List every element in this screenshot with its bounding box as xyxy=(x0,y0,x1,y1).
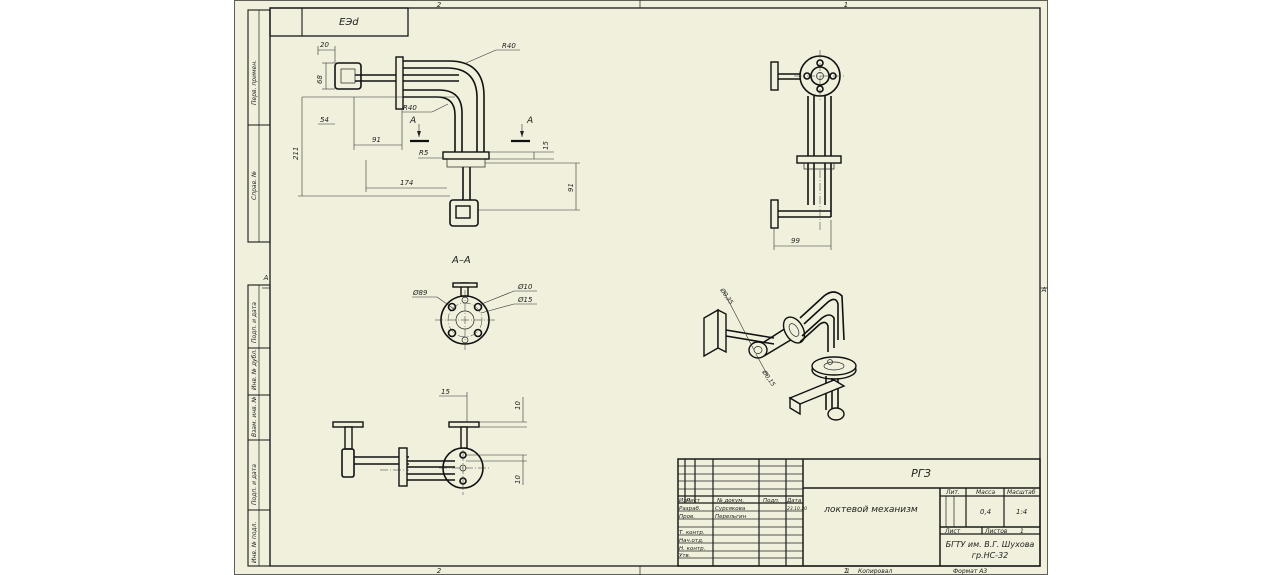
label-vzam-inv: Взам. инв. № xyxy=(251,396,258,437)
front-view: 20 68 R40 54 R40 А А 91 R5 15 xyxy=(292,41,580,227)
section-label: А–А xyxy=(451,255,471,266)
massa-label: Масса xyxy=(976,489,995,496)
label-inv-dubl: Инв. № дубл. xyxy=(251,349,258,390)
listov-label: Листов xyxy=(984,528,1008,535)
label-perv-primen: Перв. примен. xyxy=(251,60,258,105)
masshtab-value: 1:4 xyxy=(1016,508,1027,516)
zone-top-left: 2 xyxy=(437,1,442,9)
doc-code: РГЗ xyxy=(911,467,931,480)
dim-dia10: Ø10 xyxy=(517,283,533,291)
corner-stamp: ЕЭd xyxy=(269,7,409,37)
dim-174: 174 xyxy=(400,179,413,187)
list-label: Лист xyxy=(944,528,961,535)
hdr-doc: № докум. xyxy=(716,498,744,504)
label-podp-data-1: Подп. и дата xyxy=(251,302,258,343)
dim-99: 99 xyxy=(791,237,800,245)
cut-mark-right: А xyxy=(526,116,533,126)
drawing-sheet: 2 1 2 1 A A Перв. примен. Справ. № Подп.… xyxy=(234,0,1048,575)
label-podp-data-2: Подп. и дата xyxy=(251,464,258,505)
lit-label: Лит. xyxy=(945,489,960,496)
isometric-view: Ø0,35 Ø0,15 xyxy=(703,286,857,421)
dim-iso-2: Ø0,15 xyxy=(760,368,777,388)
left-side-stamp: Перв. примен. Справ. № Подп. и дата Инв.… xyxy=(247,9,271,567)
dim-20: 20 xyxy=(320,41,329,49)
drawing-canvas: 2 1 2 1 A A Перв. примен. Справ. № Подп.… xyxy=(234,0,1048,575)
dim-54: 54 xyxy=(320,116,329,124)
zone-side-right: A xyxy=(1041,286,1047,294)
hdr-podp: Подп. xyxy=(763,498,780,504)
org-line2: гр.НС-32 xyxy=(972,551,1009,560)
side-view: 99 xyxy=(770,50,846,250)
dim-10-top: 10 xyxy=(514,401,522,410)
footer-format: Формат А3 xyxy=(953,568,987,575)
dim-15-bottom: 15 xyxy=(441,388,450,396)
zone-bottom-right: 1 xyxy=(844,567,848,575)
hdr-izm: Изм. xyxy=(679,498,692,504)
razrab-name: Сурсякова xyxy=(715,506,746,512)
dim-r40-top: R40 xyxy=(502,42,516,50)
hdr-data: Дата xyxy=(786,498,802,504)
label-sprav-no: Справ. № xyxy=(251,171,258,200)
section-view: А–А Ø89 Ø10 Ø15 xyxy=(412,255,537,350)
massa-value: 0,4 xyxy=(980,508,991,516)
zone-side-left: A xyxy=(263,274,269,282)
dim-r5: R5 xyxy=(419,149,429,157)
dim-91-horiz: 91 xyxy=(372,136,381,144)
row-prov: Пров. xyxy=(679,514,695,520)
cut-mark-left: А xyxy=(409,116,416,126)
dim-iso-1: Ø0,35 xyxy=(718,286,735,306)
dim-dia89: Ø89 xyxy=(412,289,428,297)
dim-dia15: Ø15 xyxy=(517,296,533,304)
row-nkontr: Н. контр. xyxy=(679,546,706,552)
prov-name: Перельгин xyxy=(715,514,747,520)
dim-10-bottom: 10 xyxy=(514,475,522,484)
row-razrab: Разраб. xyxy=(679,506,701,512)
row-nachotd: Нач.отд. xyxy=(679,538,704,544)
dim-15-right: 15 xyxy=(542,141,550,150)
dim-211: 211 xyxy=(292,147,300,160)
title-block: Изм. Лист № докум. Подп. Дата Разраб. Пр… xyxy=(677,458,1041,567)
footer-copied: Копировал xyxy=(858,568,892,575)
inner-frame xyxy=(269,7,1041,567)
zone-top-right: 1 xyxy=(844,1,848,9)
dim-r40-inner: R40 xyxy=(403,104,417,112)
hdr-list: Лист xyxy=(685,498,701,504)
dim-68: 68 xyxy=(316,75,324,84)
product-name: локтевой механизм xyxy=(823,505,918,515)
dim-91-vert: 91 xyxy=(567,183,575,192)
row-tkontr: Т. контр. xyxy=(679,530,705,536)
razrab-date: 23.10.20 xyxy=(787,506,807,512)
footer-num: 1 xyxy=(846,568,850,575)
top-view: 15 10 10 xyxy=(332,388,527,495)
corner-stamp-text: ЕЭd xyxy=(339,17,359,28)
masshtab-label: Масштаб xyxy=(1007,489,1036,496)
listov-value: 1 xyxy=(1020,528,1024,535)
label-inv-podl: Инв. № подл. xyxy=(251,522,258,563)
row-utv: Утв. xyxy=(679,553,691,559)
org-line1: БГТУ им. В.Г. Шухова xyxy=(946,540,1035,549)
zone-bottom-left: 2 xyxy=(437,567,442,575)
